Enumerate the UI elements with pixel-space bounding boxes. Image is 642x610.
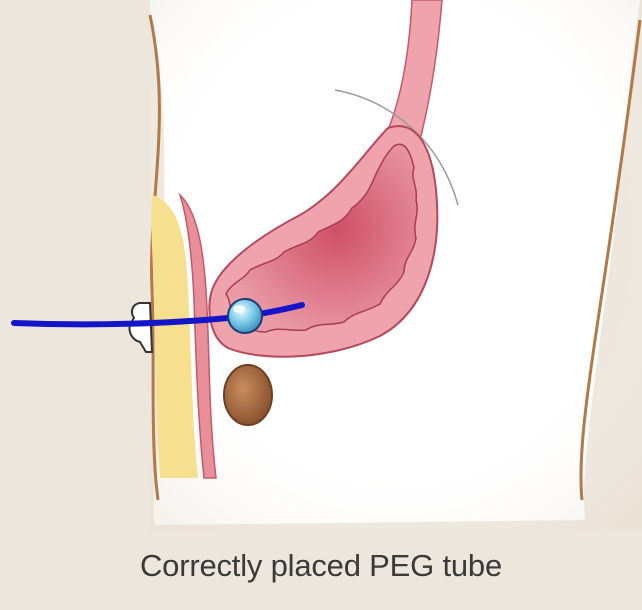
colon	[224, 365, 272, 425]
bumper-highlight	[233, 305, 245, 313]
balloon-bumper-icon	[228, 299, 262, 333]
diagram-caption: Correctly placed PEG tube	[0, 548, 642, 584]
